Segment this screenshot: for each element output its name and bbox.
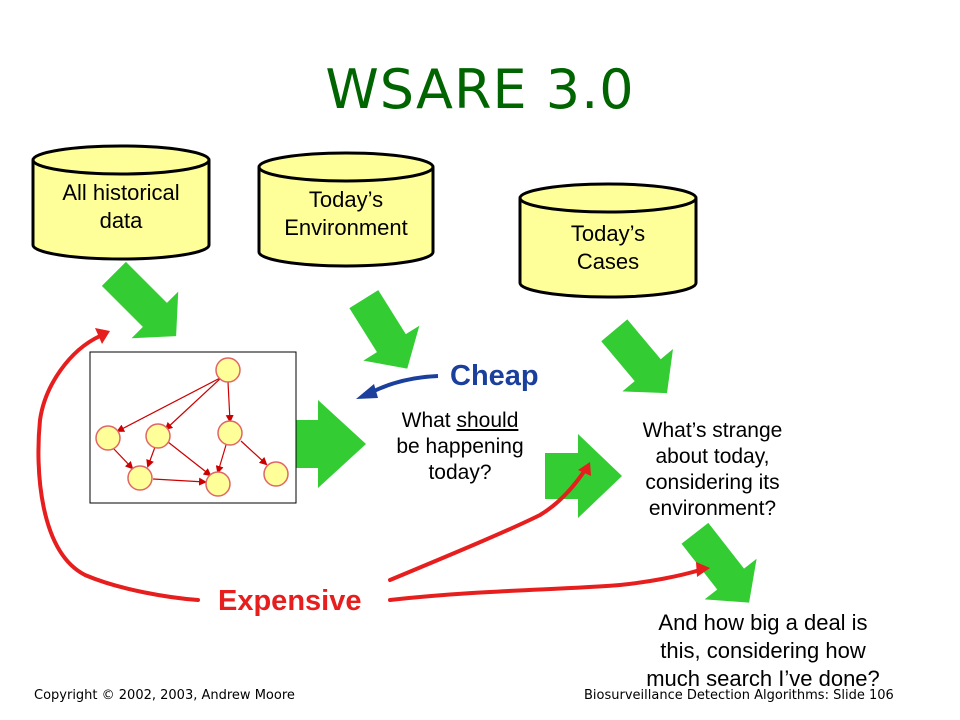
network-node: [217, 420, 243, 446]
question-line: environment?: [648, 497, 777, 520]
emphasis-should: should: [456, 409, 519, 432]
label-todays-environment: Today’s Environment: [259, 186, 433, 242]
question-line: What should: [370, 408, 550, 434]
db-label-line: Today’s: [308, 187, 384, 212]
slide-title: WSARE 3.0: [325, 58, 635, 121]
db-label-line: All historical: [62, 180, 180, 205]
green-arrow-from-environment: [349, 290, 420, 369]
question-line: And how big a deal is: [658, 610, 868, 635]
network-node: [145, 423, 171, 449]
database-all-historical-data: [31, 144, 211, 261]
db-label-line: Cases: [576, 249, 640, 274]
question-text: What: [401, 409, 457, 432]
question-what-should-happen: What should be happening today?: [370, 408, 550, 486]
question-line: this, considering how: [660, 638, 866, 663]
db-label-line: Environment: [284, 215, 408, 240]
expensive-arrows: [36, 334, 702, 602]
network-node: [95, 425, 121, 451]
question-line: much search I’ve done?: [646, 666, 880, 691]
database-todays-environment: [257, 151, 435, 268]
question-line: today?: [428, 461, 492, 484]
cheap-label: Cheap: [450, 360, 539, 392]
db-label-line: Today’s: [570, 221, 646, 246]
question-line: What’s strange: [642, 419, 783, 442]
green-arrow-to-deal: [681, 522, 757, 603]
question-line: considering its: [645, 471, 780, 494]
footer-copyright: Copyright © 2002, 2003, Andrew Moore: [34, 688, 295, 703]
green-arrow-from-historical: [101, 261, 179, 339]
network-node: [205, 471, 231, 497]
label-all-historical-data: All historical data: [33, 179, 209, 235]
question-line: about today,: [655, 445, 770, 468]
expensive-arrowheads: [95, 328, 710, 577]
bayes-network-graph: [89, 351, 297, 504]
question-line: be happening: [396, 435, 524, 458]
network-node: [127, 465, 153, 491]
expensive-label: Expensive: [218, 585, 362, 617]
question-how-big-a-deal: And how big a deal is this, considering …: [608, 609, 918, 693]
database-todays-cases: [518, 182, 698, 299]
cheap-arrow: [356, 374, 439, 399]
green-arrow-from-cases: [601, 319, 673, 394]
db-label-line: data: [99, 208, 143, 233]
label-todays-cases: Today’s Cases: [520, 220, 696, 276]
network-node: [263, 461, 289, 487]
question-whats-strange: What’s strange about today, considering …: [610, 418, 815, 522]
footer-slide-info: Biosurveillance Detection Algorithms: Sl…: [584, 688, 894, 703]
green-arrow-to-should: [280, 400, 366, 488]
network-node: [215, 357, 241, 383]
